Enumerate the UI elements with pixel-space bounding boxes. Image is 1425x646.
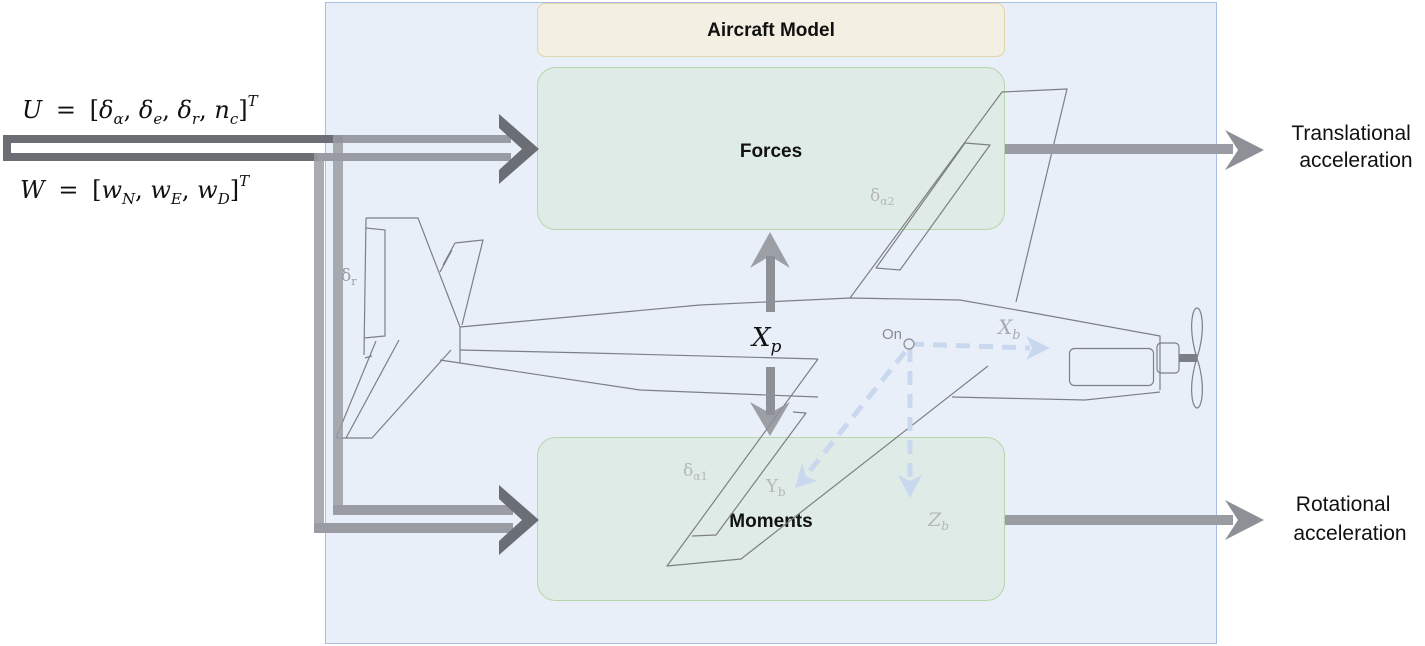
zb-arrowhead [898, 475, 922, 498]
rudder-label: δr [341, 266, 357, 288]
origin-label: On [882, 326, 902, 343]
moments-block[interactable]: Moments [537, 437, 1005, 601]
body-axes [802, 341, 1031, 482]
body-axes-arrowheads [795, 336, 1050, 498]
aileron1-label: δα1 [683, 461, 708, 483]
wind-vector-equation: W = [wN, wE, wD]T [20, 172, 250, 208]
fuselage-mid [459, 349, 819, 360]
right-wing [849, 88, 1068, 303]
moments-input-arrowhead [499, 485, 539, 555]
aircraft-model-title-box[interactable]: Aircraft Model [537, 3, 1005, 57]
left-aileron [691, 411, 807, 537]
aircraft-sketch [335, 88, 1203, 567]
moments-label: Moments [729, 511, 812, 532]
forces-label: Forces [740, 141, 802, 162]
horizontal-stabilizer [335, 339, 452, 439]
translational-output-arrow [1005, 130, 1264, 170]
branch-to-moments [314, 135, 513, 533]
aircraft-model-title: Aircraft Model [707, 20, 835, 41]
zb-label: Zb [927, 509, 949, 533]
xp-label: Xp [750, 323, 782, 357]
control-vector-equation: U = [δα, δe, δr, nc]T [22, 92, 259, 128]
xp-arrows [750, 232, 790, 436]
control-input-line [3, 135, 511, 161]
propeller-blades [1191, 307, 1203, 409]
fuselage-bottom [459, 362, 1161, 401]
origin-marker [903, 338, 915, 350]
xb-axis [909, 341, 1031, 351]
rudder-surface [363, 217, 386, 356]
yb-arrowhead [795, 463, 817, 488]
rotational-output-arrow [1005, 500, 1264, 540]
fuselage-top [459, 297, 1161, 390]
left-wing [666, 358, 989, 567]
upper-fin [439, 239, 484, 326]
rotational-acceleration-label: Rotational acceleration [1293, 493, 1406, 545]
yb-axis [802, 350, 907, 480]
right-aileron [875, 142, 991, 271]
forces-input-arrowhead [499, 114, 539, 184]
translational-acceleration-label: Translational acceleration [1291, 122, 1416, 172]
yb-label: Yb [765, 476, 786, 499]
propeller-shaft [1179, 354, 1197, 362]
forces-block[interactable]: Forces [537, 67, 1005, 230]
xb-arrowhead [1026, 336, 1050, 360]
aileron2-label: δα2 [870, 186, 895, 208]
engine [1068, 347, 1155, 387]
xb-label: Xb [996, 315, 1021, 343]
